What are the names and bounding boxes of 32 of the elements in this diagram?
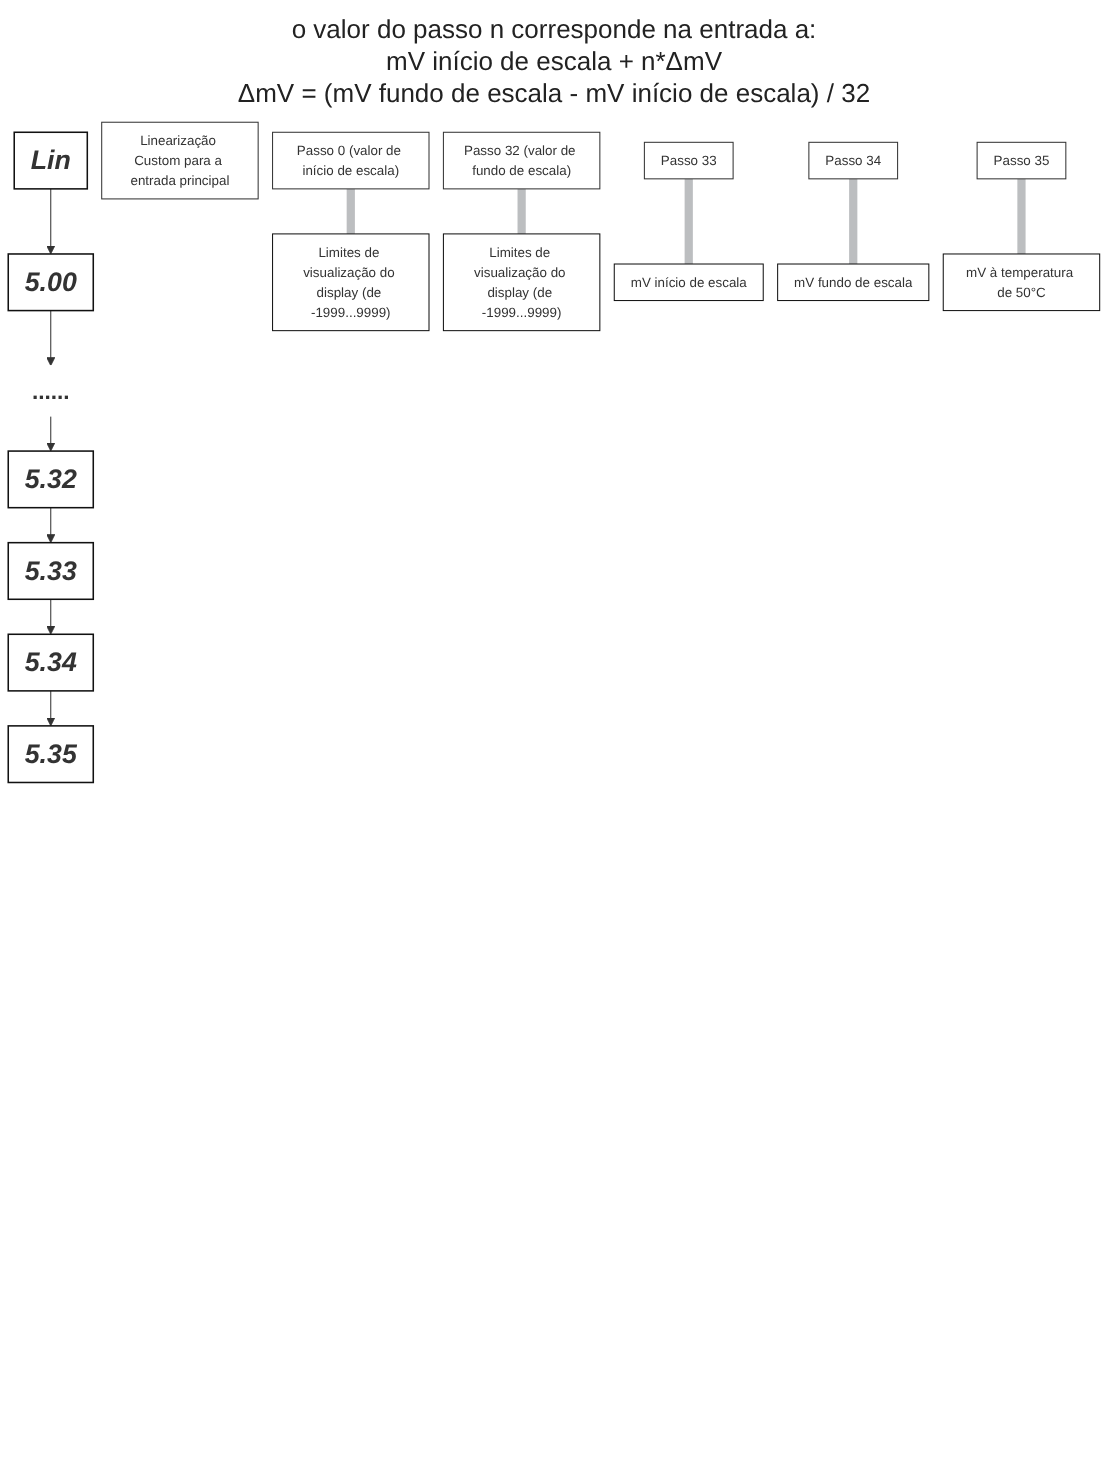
arrow bbox=[46, 188, 56, 255]
arrow bbox=[46, 690, 56, 727]
node-box bbox=[7, 725, 95, 784]
node-box bbox=[7, 633, 95, 692]
connector bbox=[1017, 178, 1026, 254]
arrow bbox=[46, 598, 56, 635]
node-text: ...... bbox=[31, 378, 70, 404]
note-text: ΔmV = (mV fundo de escala - mV início de escala) / 32 bbox=[235, 78, 873, 108]
node-box bbox=[643, 141, 734, 180]
connector bbox=[517, 188, 526, 236]
node-box bbox=[777, 263, 930, 302]
node-box bbox=[442, 131, 601, 190]
connector bbox=[684, 178, 693, 264]
node-box bbox=[13, 131, 89, 190]
node-box bbox=[7, 450, 95, 509]
node-box bbox=[976, 141, 1067, 180]
node-box bbox=[7, 541, 95, 601]
arrow bbox=[46, 415, 56, 452]
node-box bbox=[613, 263, 764, 302]
node-box bbox=[101, 121, 259, 200]
note-text: o valor do passo n corresponde na entrada a: bbox=[289, 14, 819, 44]
connector bbox=[346, 188, 355, 236]
node-box bbox=[808, 141, 899, 180]
node-box bbox=[7, 253, 95, 312]
arrow bbox=[46, 310, 56, 367]
arrow bbox=[46, 507, 56, 544]
node-box bbox=[442, 233, 601, 332]
node-box bbox=[272, 131, 430, 190]
node-box bbox=[272, 233, 430, 332]
node-box bbox=[942, 253, 1101, 312]
connector bbox=[849, 178, 858, 264]
note-text: mV início de escala + n*ΔmV bbox=[383, 46, 724, 76]
